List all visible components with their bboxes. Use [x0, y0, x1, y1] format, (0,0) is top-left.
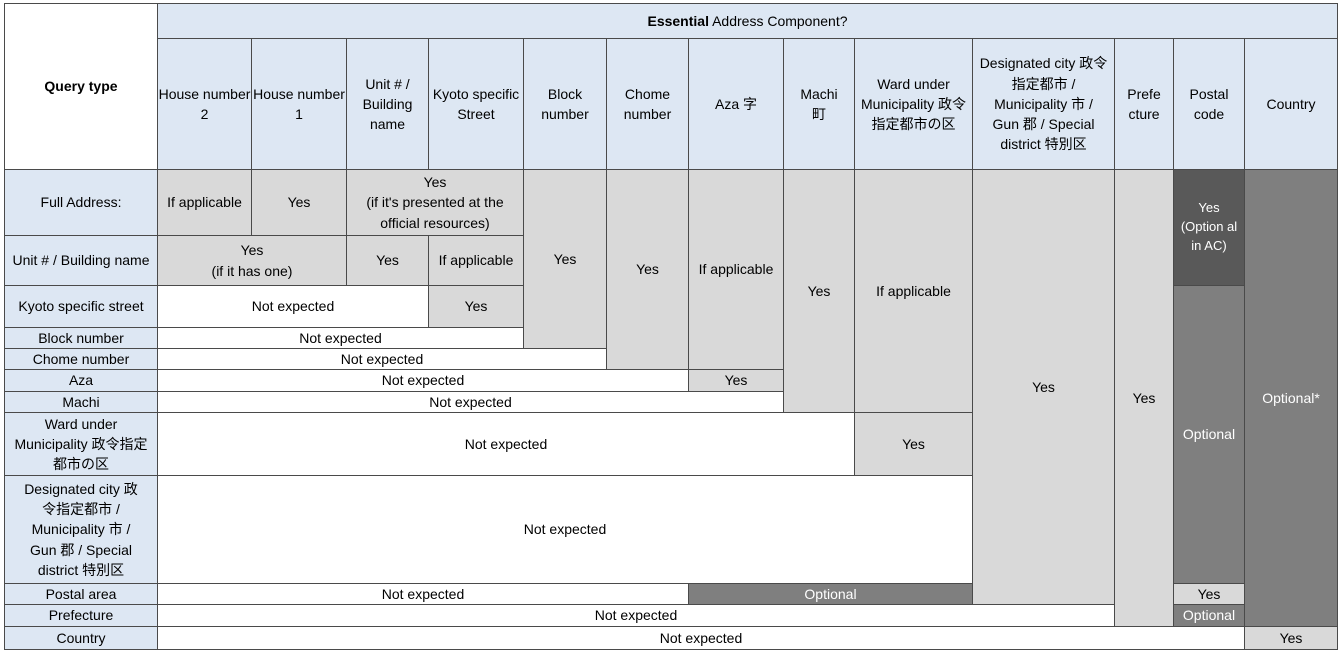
col-kyoto-street: Kyoto specific Street: [428, 38, 524, 170]
row-label-kyoto-street: Kyoto specific street: [4, 285, 158, 328]
col-block-number: Block number: [523, 38, 607, 170]
col-house-number-2: House number 2: [157, 38, 252, 170]
col-machi: Machi 町: [783, 38, 855, 170]
cell-postal-area-yes: Yes: [1173, 583, 1245, 605]
span-aza-if-applicable: If applicable: [688, 169, 784, 370]
cell-kyoto-yes: Yes: [428, 285, 524, 328]
col-prefecture: Prefe cture: [1114, 38, 1174, 170]
span-prefecture-yes: Yes: [1114, 169, 1174, 627]
row-label-postal-area: Postal area: [4, 583, 158, 605]
cell-chome-not-expected: Not expected: [157, 348, 607, 370]
cell-unit-house: Yes (if it has one): [157, 235, 347, 286]
row-label-unit-building: Unit # / Building name: [4, 235, 158, 286]
cell-prefecture-not-expected: Not expected: [157, 604, 1115, 627]
cell-ward-yes: Yes: [854, 412, 973, 476]
cell-country-not-expected: Not expected: [157, 626, 1245, 650]
cell-full-house2: If applicable: [157, 169, 252, 236]
cell-ward-not-expected: Not expected: [157, 412, 855, 476]
cell-full-house1: Yes: [251, 169, 347, 236]
cell-country-yes: Yes: [1244, 626, 1338, 650]
row-label-designated-city: Designated city 政令指定都市 / Municipality 市 …: [4, 475, 158, 584]
span-machi-yes: Yes: [783, 169, 855, 413]
cell-full-unit-kyoto: Yes (if it's presented at the official r…: [346, 169, 524, 236]
essential-header: Essential Address Component?: [157, 3, 1338, 39]
col-chome-number: Chome number: [606, 38, 689, 170]
row-label-full-address: Full Address:: [4, 169, 158, 236]
cell-unit-kyoto: If applicable: [428, 235, 524, 286]
col-aza: Aza 字: [688, 38, 784, 170]
row-label-machi: Machi: [4, 391, 158, 413]
cell-unit-unit: Yes: [346, 235, 429, 286]
col-unit-building: Unit # / Building name: [346, 38, 429, 170]
cell-kyoto-not-expected: Not expected: [157, 285, 429, 328]
query-type-header: Query type: [4, 3, 158, 170]
row-label-ward: Ward under Municipality 政令指定都市の区: [4, 412, 158, 476]
col-country: Country: [1244, 38, 1338, 170]
span-postal-yes-optional: Yes (Option al in AC): [1173, 169, 1245, 286]
cell-postal-area-optional: Optional: [688, 583, 973, 605]
cell-designated-not-expected: Not expected: [157, 475, 973, 584]
cell-aza-yes: Yes: [688, 369, 784, 392]
row-label-block-number: Block number: [4, 327, 158, 349]
span-designated-yes: Yes: [972, 169, 1115, 605]
span-ward-if-applicable: If applicable: [854, 169, 973, 413]
span-postal-optional: Optional: [1173, 285, 1245, 584]
essential-bold: Essential: [647, 12, 709, 29]
cell-block-not-expected: Not expected: [157, 327, 524, 349]
row-label-aza: Aza: [4, 369, 158, 392]
col-ward: Ward under Municipality 政令指定都市の区: [854, 38, 973, 170]
span-chome-yes: Yes: [606, 169, 689, 370]
cell-aza-not-expected: Not expected: [157, 369, 689, 392]
col-designated-city: Designated city 政令指定都市 / Municipality 市 …: [972, 38, 1115, 170]
essential-rest: Address Component?: [708, 12, 848, 29]
row-label-prefecture: Prefecture: [4, 604, 158, 627]
span-block-yes: Yes: [523, 169, 607, 349]
col-postal-code: Postal code: [1173, 38, 1245, 170]
row-label-chome-number: Chome number: [4, 348, 158, 370]
col-house-number-1: House number 1: [251, 38, 347, 170]
cell-prefecture-optional: Optional: [1173, 604, 1245, 627]
row-label-country: Country: [4, 626, 158, 650]
cell-postal-area-not-expected: Not expected: [157, 583, 689, 605]
cell-machi-not-expected: Not expected: [157, 391, 784, 413]
span-country-optional: Optional*: [1244, 169, 1338, 627]
